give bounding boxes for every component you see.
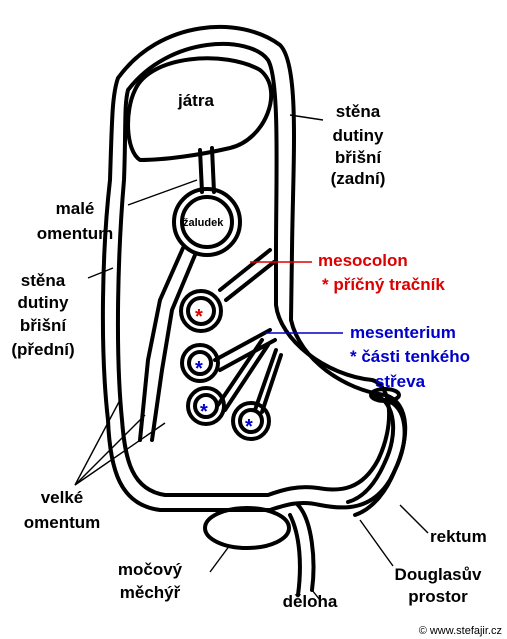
small-intestine-1-inner — [187, 350, 213, 376]
svg-text:dutiny: dutiny — [333, 126, 385, 145]
label-jatra: játra — [177, 91, 214, 110]
svg-text:střeva: střeva — [375, 372, 426, 391]
rectum-opening — [369, 387, 401, 403]
svg-text:stěna: stěna — [21, 271, 66, 290]
svg-text:břišní: břišní — [20, 316, 68, 335]
label-deloha: děloha — [283, 592, 338, 611]
small-intestine-3-outer — [231, 401, 271, 441]
label-velke-omentum: velké omentum — [24, 488, 101, 532]
transverse-colon-outer — [179, 289, 223, 333]
svg-text:malé: malé — [56, 199, 95, 218]
uterus-outline — [288, 503, 316, 597]
svg-text:stěna: stěna — [336, 102, 381, 121]
mesenterium-strands — [213, 328, 283, 414]
small-intestine-2-outer — [186, 386, 226, 426]
svg-text:mesenterium: mesenterium — [350, 323, 456, 342]
label-rektum: rektum — [430, 527, 487, 546]
svg-text:břišní: břišní — [335, 148, 383, 167]
label-mesenterium: mesenterium * části tenkého střeva — [350, 323, 470, 391]
marker-star-colon: * — [195, 306, 203, 328]
lesser-omentum — [198, 146, 216, 194]
transverse-colon-inner — [186, 296, 216, 326]
copyright: © www.stefajir.cz — [419, 625, 502, 637]
outer-cavity-wall — [100, 24, 408, 512]
label-mocovy-mechyr: močový měchýř — [118, 560, 183, 602]
svg-text:prostor: prostor — [408, 587, 468, 606]
label-zaludek: žaludek — [183, 217, 224, 229]
svg-text:* příčný tračník: * příčný tračník — [322, 275, 445, 294]
label-douglasuv-prostor: Douglasův prostor — [395, 565, 482, 606]
marker-star-intestine-2: * — [200, 401, 208, 423]
marker-star-intestine-1: * — [195, 358, 203, 380]
urinary-bladder — [203, 506, 291, 550]
svg-text:omentum: omentum — [37, 224, 114, 243]
label-stena-zadni: stěna dutiny břišní (zadní) — [331, 102, 386, 188]
svg-text:mesocolon: mesocolon — [318, 251, 408, 270]
svg-text:dutiny: dutiny — [18, 293, 70, 312]
label-mesocolon: mesocolon * příčný tračník — [318, 251, 445, 294]
small-intestine-1-outer — [180, 343, 220, 383]
label-male-omentum: malé omentum — [37, 199, 114, 243]
stomach-inner — [180, 195, 234, 249]
svg-text:(přední): (přední) — [11, 340, 74, 359]
svg-text:velké: velké — [41, 488, 84, 507]
small-intestine-3-inner — [238, 408, 264, 434]
svg-text:Douglasův: Douglasův — [395, 565, 482, 584]
svg-text:omentum: omentum — [24, 513, 101, 532]
liver-outline — [126, 56, 274, 162]
inner-cavity-wall — [115, 41, 391, 497]
svg-text:měchýř: měchýř — [120, 583, 181, 602]
greater-omentum-fold — [138, 246, 197, 442]
small-intestine-2-inner — [193, 393, 219, 419]
svg-text:močový: močový — [118, 560, 183, 579]
marker-star-intestine-3: * — [245, 416, 253, 438]
mesocolon-strands — [218, 248, 276, 302]
pointer-lines — [74, 114, 429, 601]
svg-text:(zadní): (zadní) — [331, 169, 386, 188]
stomach-outer — [172, 187, 242, 257]
svg-text:* části tenkého: * části tenkého — [350, 347, 470, 366]
label-stena-predni: stěna dutiny břišní (přední) — [11, 271, 74, 359]
rectum-outline — [346, 393, 407, 517]
